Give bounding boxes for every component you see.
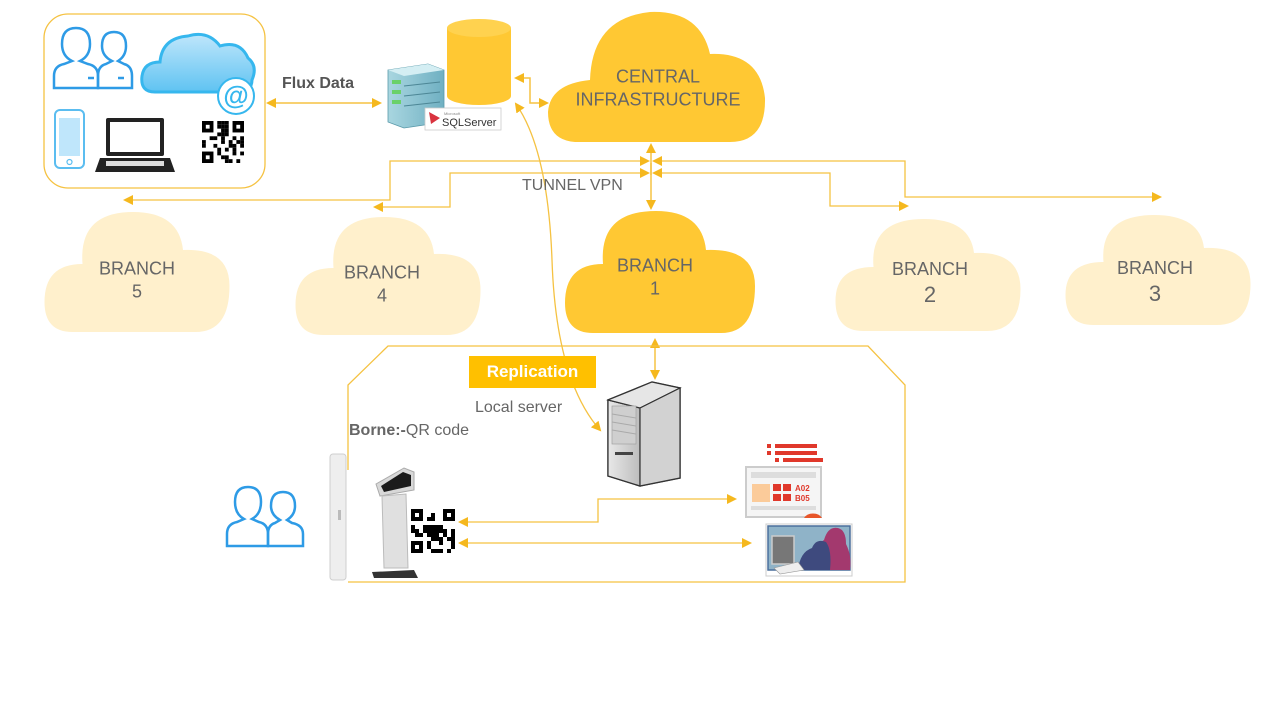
- gate-icon: [329, 453, 347, 581]
- users-icon: [52, 26, 134, 90]
- branch-1-cloud: [565, 211, 755, 333]
- tower-server-icon: [606, 381, 682, 487]
- branch-5-title: BRANCH: [98, 258, 176, 279]
- qr-code-icon: [411, 509, 455, 553]
- link-branch-2: [652, 168, 909, 211]
- flux-data-label: Flux Data: [282, 75, 355, 92]
- borne-qr-label: Borne:-QR code: [349, 421, 469, 441]
- laptop-icon: [95, 118, 175, 172]
- branch-4-cloud: [295, 217, 481, 335]
- central-infrastructure-label: CENTRAL INFRASTRUCTURE: [576, 66, 741, 111]
- sql-server-text: SQLServer: [442, 117, 497, 129]
- svg-text:@: @: [223, 80, 248, 110]
- branch-3-label: BRANCH 3: [1117, 257, 1193, 307]
- users-icon: [225, 485, 305, 548]
- database-cylinder-icon: [447, 19, 511, 105]
- display-code-1: A02: [795, 484, 810, 493]
- smartphone-icon: [54, 109, 85, 169]
- branch-2-label: BRANCH 2: [892, 258, 968, 308]
- branch-3-cloud: [1065, 215, 1251, 325]
- branch-4-number: 4: [376, 285, 388, 305]
- link-branch-3: [652, 156, 1162, 202]
- kiosk-icon: [372, 467, 418, 578]
- central-line-2: INFRASTRUCTURE: [575, 89, 741, 109]
- branch-1-label: BRANCH 1: [617, 255, 693, 300]
- db-central-connector: [514, 73, 549, 108]
- link-branch-4: [373, 168, 650, 212]
- local-server-label: Local server: [475, 399, 563, 416]
- branch-3-title: BRANCH: [1116, 258, 1194, 278]
- branch-4-title: BRANCH: [343, 262, 421, 283]
- branch-5-label: BRANCH 5: [99, 258, 175, 303]
- email-cloud-icon: @: [140, 32, 256, 115]
- tunnel-vpn-label: TUNNEL VPN: [522, 177, 623, 194]
- queue-display-icon: A02 B05: [745, 444, 823, 518]
- branch-2-title: BRANCH: [891, 259, 969, 279]
- agent-desk-icon: [765, 523, 853, 577]
- central-line-1: CENTRAL: [615, 66, 700, 87]
- borne-label: Borne:-: [349, 422, 406, 439]
- central-infrastructure-cloud: [548, 11, 766, 143]
- replication-curve: [514, 102, 602, 432]
- branch-1-number: 1: [649, 278, 661, 298]
- branch-2-number: 2: [923, 281, 937, 307]
- branch-5-cloud: [44, 212, 230, 332]
- replication-badge: Replication: [469, 356, 596, 388]
- branch-1-title: BRANCH: [616, 255, 694, 276]
- local-site-box: [347, 345, 906, 583]
- sql-server-badge: Microsoft SQLServer: [424, 107, 502, 131]
- sql-vendor-text: Microsoft: [444, 111, 461, 116]
- qr-code-label: QR code: [405, 422, 470, 439]
- branch-2-cloud: [835, 219, 1021, 331]
- branch-5-number: 5: [131, 281, 143, 301]
- branch-4-label: BRANCH 4: [344, 262, 420, 307]
- qr-code-icon: [202, 121, 244, 163]
- display-code-2: B05: [795, 494, 810, 503]
- link-kiosk-display: [458, 494, 737, 527]
- branch-3-number: 3: [1148, 280, 1162, 306]
